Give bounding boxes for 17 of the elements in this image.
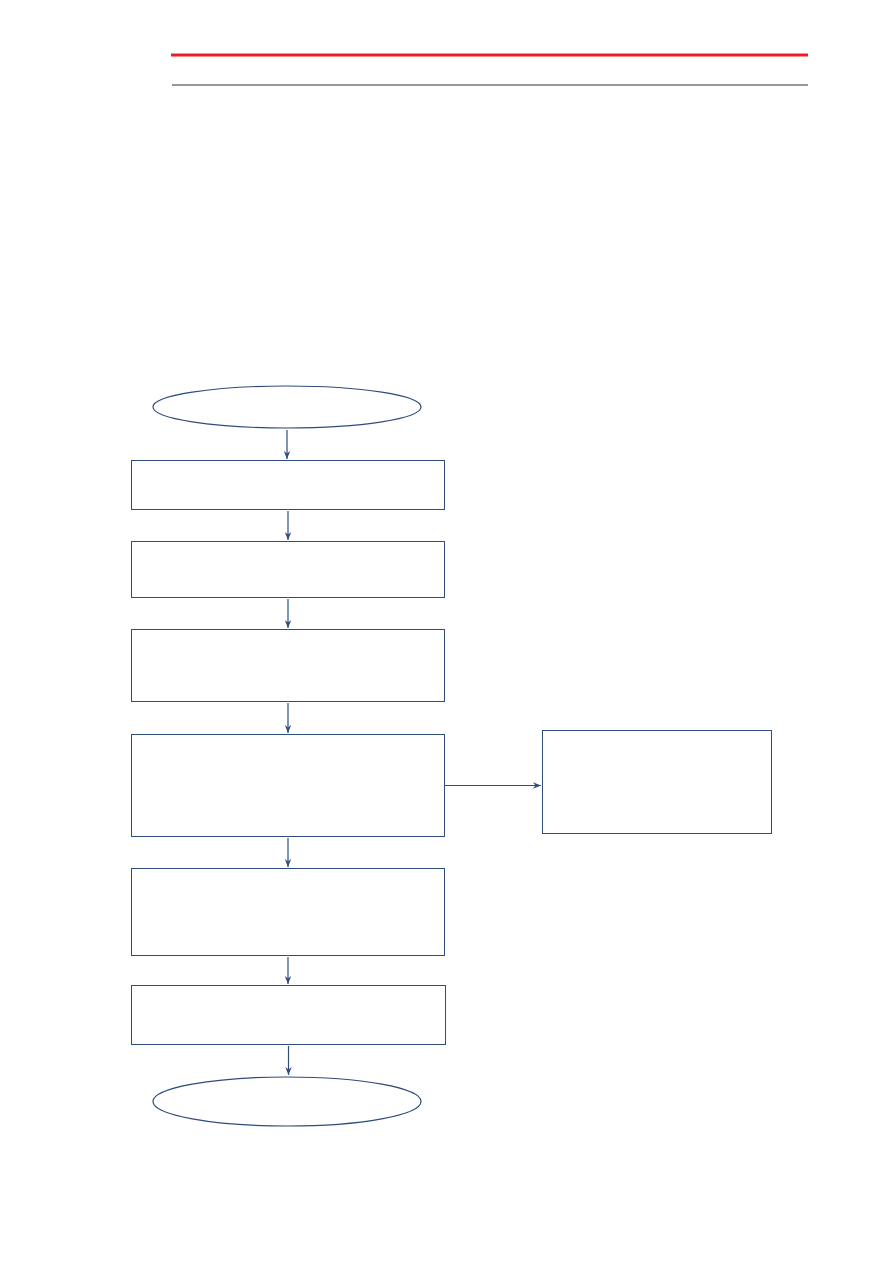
process-box — [131, 541, 445, 598]
process-box — [131, 460, 445, 510]
arrow — [284, 510, 292, 541]
arrow — [284, 956, 292, 985]
arrow — [284, 837, 292, 868]
arrow — [283, 429, 291, 460]
process-box — [131, 734, 445, 837]
arrow — [444, 782, 542, 789]
process-box — [131, 868, 445, 956]
process-box — [131, 985, 446, 1045]
arrow — [284, 702, 292, 734]
arrow — [284, 598, 292, 629]
arrow — [285, 1045, 292, 1076]
process-box — [542, 730, 772, 834]
terminal-ellipse — [152, 1076, 422, 1127]
terminal-ellipse — [152, 385, 422, 429]
process-box — [131, 629, 445, 702]
